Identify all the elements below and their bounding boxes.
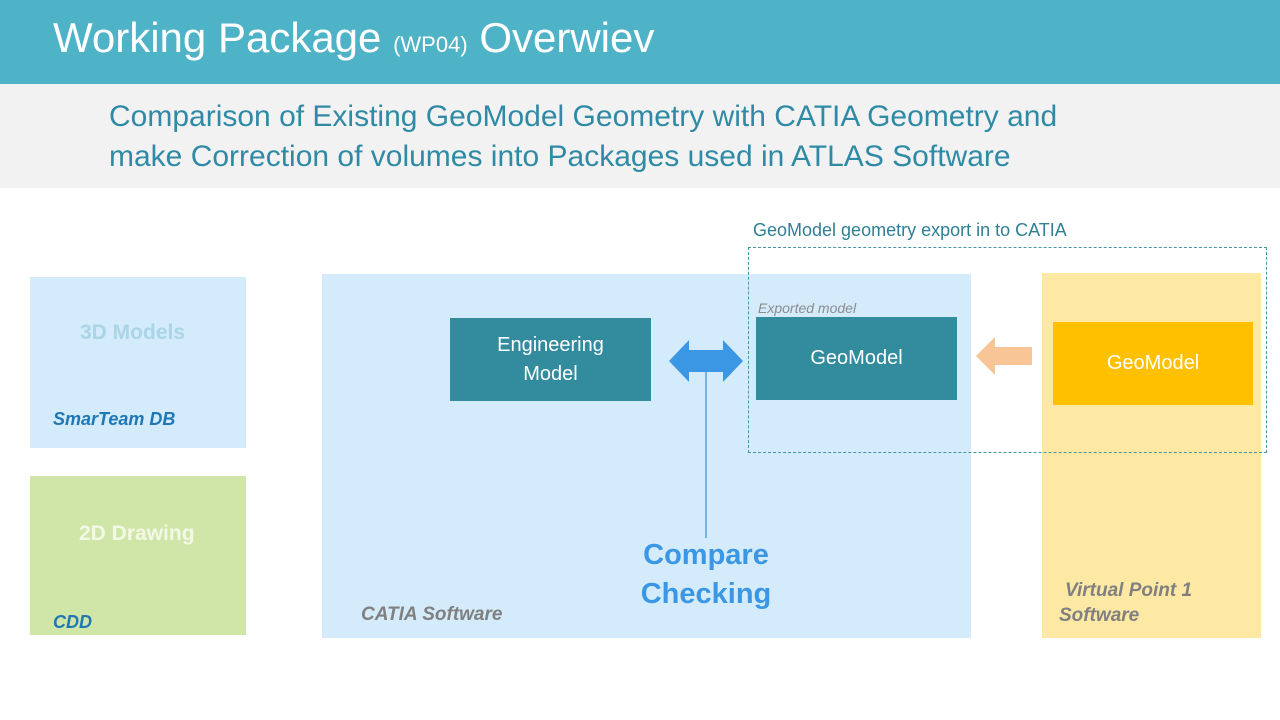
orange-arrow-left-icon <box>976 337 1032 375</box>
exported-model-caption: Exported model <box>758 300 857 316</box>
drawing-2d-box <box>30 476 246 635</box>
models-3d-box <box>30 277 246 448</box>
title-main: Working Package <box>53 14 382 61</box>
vp-geomodel-label: GeoModel <box>1106 352 1200 374</box>
subtitle-line-2: make Correction of volumes into Packages… <box>109 140 1011 173</box>
compare-connector-line <box>705 372 707 538</box>
drawing-2d-label: 2D Drawing <box>79 522 195 545</box>
virtual-point-label-line-2: Software <box>1059 605 1140 626</box>
smarteam-db-label: SmarTeam DB <box>53 409 176 429</box>
title-end: Overwiev <box>479 14 655 61</box>
engineering-model-label: Engineering Model <box>497 333 604 385</box>
export-region-dashed <box>748 247 1267 453</box>
geomodel-export-label: GeoModel <box>810 347 903 369</box>
catia-software-label: CATIA Software <box>361 604 503 625</box>
geomodel-export-box: GeoModel <box>756 317 957 400</box>
header-bar <box>0 0 1280 84</box>
models-3d-label: 3D Models <box>80 321 186 344</box>
title-code: (WP04) <box>393 32 468 57</box>
engineering-model-box: Engineering Model <box>450 318 651 401</box>
page-title: Working Package (WP04) Overwiev <box>53 14 654 62</box>
compare-checking-line-2: Checking <box>640 578 772 610</box>
compare-checking-line-1: Compare <box>643 539 769 571</box>
subtitle-line-1: Comparison of Existing GeoModel Geometry… <box>109 100 1058 133</box>
cdd-label: CDD <box>53 612 92 632</box>
subtitle-band <box>0 84 1280 188</box>
double-arrow-icon <box>669 340 743 382</box>
vp-geomodel-box: GeoModel <box>1053 322 1253 405</box>
export-region-title: GeoModel geometry export in to CATIA <box>753 220 1067 240</box>
virtual-point-label-line-1: Virtual Point 1 <box>1065 580 1193 601</box>
